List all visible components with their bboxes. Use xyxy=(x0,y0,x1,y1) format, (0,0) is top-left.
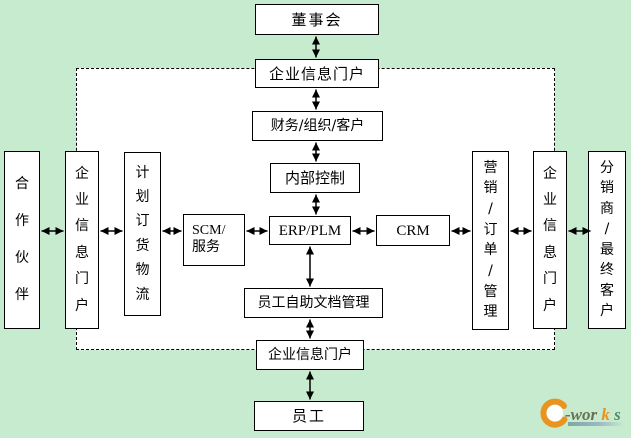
box-doc-label: 员工自助文档管理 xyxy=(257,294,370,311)
box-finance-org-customer: 财务/组织/客户 xyxy=(252,111,383,141)
logo-text-wor: -wor xyxy=(565,405,598,424)
box-internal-control-label: 内部控制 xyxy=(284,169,345,187)
box-scm-line2: 服务 xyxy=(192,240,220,255)
box-portal-bottom-label: 企业信息门户 xyxy=(268,346,352,363)
box-portal-right-label: 企业信息门户 xyxy=(543,165,557,314)
box-scm-line1: SCM/ xyxy=(192,223,226,239)
box-plan-label: 计划订货物流 xyxy=(135,164,150,303)
box-internal-control: 内部控制 xyxy=(270,163,360,193)
box-crm-label: CRM xyxy=(396,222,430,239)
box-scm-service: SCM/ 服务 xyxy=(183,214,245,266)
logo-text-s: s xyxy=(613,405,621,424)
box-board-label: 董事会 xyxy=(291,10,343,29)
box-crm: CRM xyxy=(376,215,450,246)
logo-text-k: k xyxy=(601,405,610,424)
box-distributor-label: 分销商/最终客户 xyxy=(600,159,614,320)
box-distributor-end-customer: 分销商/最终客户 xyxy=(588,151,626,329)
box-partners: 合作伙伴 xyxy=(4,151,40,329)
box-enterprise-portal-left: 企业信息门户 xyxy=(65,151,99,329)
box-marketing-label: 营销/订单/管理 xyxy=(483,159,498,321)
box-enterprise-portal-right: 企业信息门户 xyxy=(533,151,567,329)
box-partners-label: 合作伙伴 xyxy=(15,176,29,304)
box-erp-plm-label: ERP/PLM xyxy=(278,222,342,239)
eworks-logo: -wor k s xyxy=(540,398,624,428)
logo-underline-bar xyxy=(568,422,624,426)
box-board-of-directors: 董事会 xyxy=(255,4,379,35)
box-portal-top-label: 企业信息门户 xyxy=(268,64,365,83)
box-self-service-doc-mgmt: 员工自助文档管理 xyxy=(244,288,383,318)
box-enterprise-portal-bottom: 企业信息门户 xyxy=(256,340,364,370)
box-plan-order-logistics: 计划订货物流 xyxy=(124,152,161,316)
box-erp-plm: ERP/PLM xyxy=(269,216,351,245)
box-portal-left-label: 企业信息门户 xyxy=(75,165,89,314)
box-finance-label: 财务/组织/客户 xyxy=(270,117,365,134)
logo-wordmark: -wor k s xyxy=(565,405,621,424)
box-employee: 员工 xyxy=(254,401,364,431)
logo-e-swoosh-icon xyxy=(540,398,568,428)
box-marketing-order-mgmt: 营销/订单/管理 xyxy=(472,151,509,330)
box-employee-label: 员工 xyxy=(291,407,326,425)
box-enterprise-portal-top: 企业信息门户 xyxy=(255,59,379,88)
